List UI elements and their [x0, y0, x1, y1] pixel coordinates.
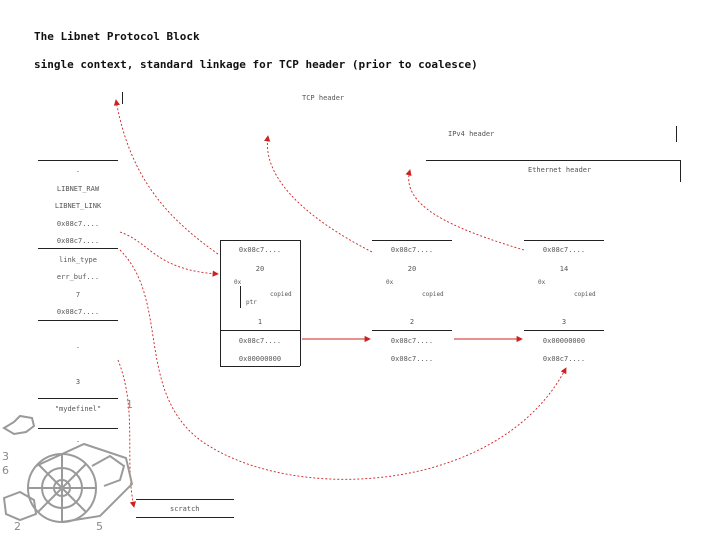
arrow-context-to-tcp [119, 231, 219, 277]
gear-number: 6 [2, 464, 9, 477]
context-stack-cell: 0x08c7.... [56, 308, 100, 316]
arrow-context-to-scratch [117, 359, 136, 508]
block-copied: copied [574, 291, 596, 298]
block-top-rule [524, 240, 604, 241]
context-stack-divider [38, 320, 118, 321]
context-stack-cell: LIBNET_RAW [56, 185, 100, 193]
context-stack-cell: 0x08c7.... [56, 237, 100, 245]
block-index: 3 [561, 318, 567, 326]
block-index: 2 [409, 318, 415, 326]
block-size: 14 [559, 265, 569, 273]
context-stack-divider [38, 248, 118, 249]
arrow-eth-to-header [405, 169, 525, 251]
block-flag: ptr [246, 299, 257, 306]
gear-number: 2 [14, 520, 21, 533]
context-stack-divider [38, 398, 118, 399]
block-right-border [300, 240, 301, 366]
gear-bracket-top [2, 414, 36, 436]
block-copied: copied [270, 291, 292, 298]
ipv4-header-label: IPv4 header [448, 130, 495, 138]
diagram-title: The Libnet Protocol Block [34, 30, 200, 43]
block-left-border [220, 240, 221, 366]
context-stack-cell: err_buf... [56, 273, 100, 281]
context-stack-cell: . [75, 342, 81, 350]
block-divider [524, 330, 604, 331]
block-next-pointer: 0x08c7.... [390, 337, 434, 345]
context-stack-cell: LIBNET_LINK [54, 202, 102, 210]
ipv4-header-marker [676, 126, 677, 142]
gear-graphic [2, 414, 134, 523]
block-prev-pointer: 0x08c7.... [390, 355, 434, 363]
context-stack-cell: 3 [75, 378, 81, 386]
ethernet-header-rule [426, 160, 680, 161]
block-copied: copied [422, 291, 444, 298]
block-address: 0x08c7.... [390, 246, 434, 254]
block-index: 1 [257, 318, 263, 326]
gear-arm [91, 454, 126, 487]
gear-spoke [37, 463, 87, 513]
arrow-tcp-to-header [113, 99, 219, 255]
tcp-header-label: TCP header [302, 94, 345, 102]
block-next-pointer: 0x08c7.... [238, 337, 282, 345]
block-bottom-rule [220, 366, 300, 367]
gear-chain [35, 442, 134, 523]
block-prev-pointer: 0x08c7.... [542, 355, 586, 363]
block-prev-pointer: 0x00000000 [238, 355, 282, 363]
block-flag: 0x [538, 279, 546, 286]
block-next-pointer: 0x00000000 [542, 337, 586, 345]
arrow-ipv4-to-header [264, 135, 373, 253]
block-flag: 0x [386, 279, 394, 286]
context-stack-cell: "mydefinel" [54, 405, 102, 413]
tcp-header-marker [122, 92, 123, 104]
gear-number: 1 [126, 398, 133, 411]
block-flag: 0x [234, 279, 242, 286]
context-stack-divider [38, 428, 118, 429]
block-size: 20 [255, 265, 265, 273]
context-stack-cell: 7 [75, 291, 81, 299]
scratch-top-rule [136, 499, 234, 500]
block-flag-separator [240, 286, 241, 308]
ethernet-header-label: Ethernet header [528, 166, 592, 174]
gear-number: 5 [96, 520, 103, 533]
ethernet-header-marker [680, 160, 681, 182]
block-divider [372, 330, 452, 331]
block-address: 0x08c7.... [238, 246, 282, 254]
context-stack-cell: link_type [59, 256, 97, 264]
diagram-subtitle: single context, standard linkage for TCP… [34, 58, 478, 71]
block-top-rule [372, 240, 452, 241]
block-top-rule [220, 240, 300, 241]
context-stack-cell: . [75, 166, 81, 174]
context-stack-cell: . [75, 436, 81, 444]
arrow-context-to-eth [119, 249, 567, 480]
block-size: 20 [407, 265, 417, 273]
gear-number: 3 [2, 450, 9, 463]
context-stack-cell: 0x08c7.... [56, 220, 100, 228]
context-stack-top-rule [38, 160, 118, 161]
block-divider [220, 330, 300, 331]
block-address: 0x08c7.... [542, 246, 586, 254]
scratch-bottom-rule [136, 517, 234, 518]
gear-bracket-bottom [2, 490, 38, 522]
scratch-label: scratch [170, 505, 200, 513]
